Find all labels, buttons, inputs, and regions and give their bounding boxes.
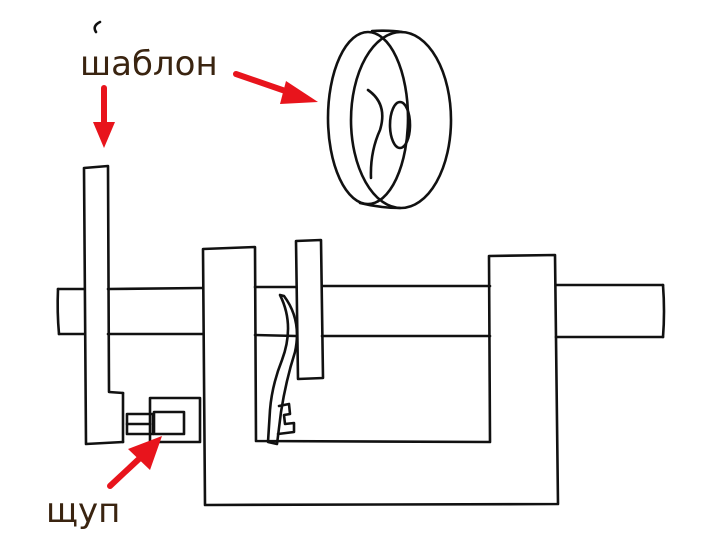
arrow-to-probe — [107, 436, 162, 489]
arrow-to-disc — [233, 71, 318, 104]
stray-mark — [93, 20, 102, 34]
shaft — [56, 283, 666, 339]
template-holder-bar — [82, 164, 125, 446]
base-frame — [201, 245, 560, 507]
center-cutter-disc — [294, 238, 325, 381]
probe-label: щуп — [46, 491, 121, 531]
curved-workpiece — [266, 293, 299, 446]
probe-assembly — [121, 391, 202, 444]
template-label: шаблон — [80, 44, 218, 84]
arrow-to-holder — [93, 85, 115, 148]
template-disc — [326, 29, 453, 210]
workpiece-notch — [276, 402, 296, 436]
